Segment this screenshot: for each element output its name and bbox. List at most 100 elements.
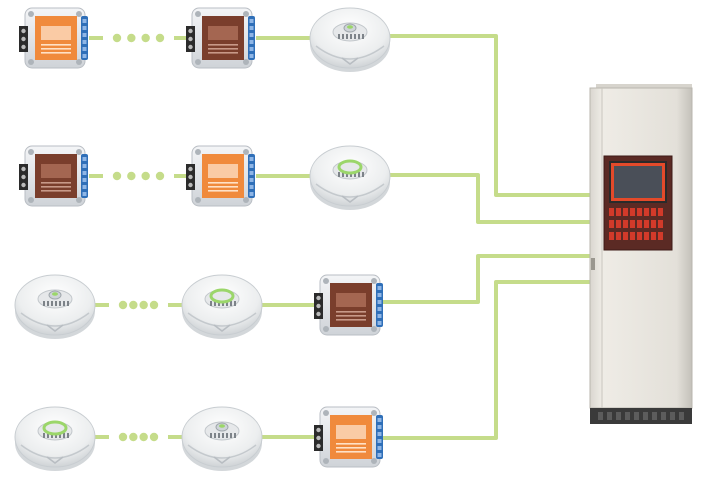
- terminal-pin: [82, 164, 87, 168]
- terminal-screw: [316, 295, 321, 301]
- panel-key: [630, 232, 635, 240]
- module-label-line: [208, 186, 238, 188]
- terminal-pin: [249, 164, 254, 168]
- terminal-screw: [188, 28, 193, 34]
- io-module: [186, 145, 255, 207]
- terminal-pin: [377, 314, 382, 318]
- screw-icon: [323, 278, 329, 284]
- chamber-vent: [342, 172, 344, 177]
- smoke-detector: [309, 7, 391, 72]
- chamber-vent: [338, 172, 340, 177]
- status-ring-icon: [337, 159, 363, 175]
- chamber-vent: [67, 433, 69, 438]
- panel-key: [623, 208, 628, 216]
- terminal-pin: [249, 157, 254, 161]
- chamber-vent: [67, 301, 69, 306]
- chamber-vent: [210, 301, 212, 306]
- detector-contour: [187, 444, 257, 459]
- chamber-vent: [226, 301, 228, 306]
- ellipsis-dot: [141, 33, 150, 43]
- terminal-screw: [188, 166, 193, 172]
- module-label-line: [208, 48, 238, 50]
- panel-key: [658, 220, 663, 228]
- module-label-area: [41, 26, 71, 40]
- chamber-vent: [47, 301, 49, 306]
- chamber-vent: [51, 301, 53, 306]
- module-label-line: [336, 311, 366, 313]
- io-module: [19, 145, 88, 207]
- module-label-area: [336, 293, 366, 307]
- chamber-vent: [358, 172, 360, 177]
- terminal-pin: [377, 453, 382, 457]
- chamber-vent: [55, 301, 57, 306]
- terminal-pin: [82, 192, 87, 196]
- panel-key: [637, 208, 642, 216]
- screw-icon: [76, 197, 82, 203]
- io-module: [19, 7, 88, 69]
- smoke-detector: [181, 406, 263, 471]
- ellipsis-dot: [155, 33, 165, 43]
- ellipsis-dot: [155, 171, 165, 181]
- ellipsis-dot: [139, 432, 148, 442]
- plinth-vent: [598, 412, 603, 420]
- terminal-pin: [82, 33, 87, 37]
- detector-contour: [20, 312, 90, 327]
- chamber-vent: [362, 34, 364, 39]
- chamber-vent: [226, 433, 228, 438]
- screw-icon: [76, 59, 82, 65]
- chamber-vent: [230, 433, 232, 438]
- ellipsis-dot: [129, 432, 138, 442]
- smoke-detector: [309, 145, 391, 210]
- module-label-area: [208, 164, 238, 178]
- plinth-vent: [670, 412, 675, 420]
- terminal-pin: [82, 171, 87, 175]
- panel-key: [630, 208, 635, 216]
- device-layer: [14, 7, 391, 471]
- ellipsis-dot: [129, 300, 138, 310]
- chamber-vent: [222, 433, 224, 438]
- terminal-pin: [249, 33, 254, 37]
- chamber-vent: [362, 172, 364, 177]
- panel-key: [637, 232, 642, 240]
- terminal-pin: [249, 26, 254, 30]
- screw-icon: [371, 410, 377, 416]
- screw-icon: [28, 197, 34, 203]
- panel-key: [609, 220, 614, 228]
- screw-icon: [195, 59, 201, 65]
- screw-icon: [323, 410, 329, 416]
- detector-notch: [341, 195, 359, 203]
- detector-contour: [187, 312, 257, 327]
- module-label-line: [336, 443, 366, 445]
- module-label-line: [208, 52, 238, 54]
- chamber-vent: [222, 301, 224, 306]
- panel-key: [637, 220, 642, 228]
- chamber-vent: [354, 172, 356, 177]
- io-module: [314, 406, 383, 468]
- chamber-vent: [218, 301, 220, 306]
- terminal-screw: [316, 311, 321, 317]
- ellipsis-dot: [118, 300, 128, 310]
- terminal-pin: [82, 185, 87, 189]
- chamber-vent: [59, 301, 61, 306]
- status-led-icon: [52, 292, 58, 296]
- terminal-pin: [82, 54, 87, 58]
- chamber-vent: [230, 301, 232, 306]
- screw-icon: [76, 11, 82, 17]
- panel-key: [616, 220, 621, 228]
- module-label-line: [336, 447, 366, 449]
- smoke-detector: [14, 274, 96, 339]
- smoke-detector: [14, 406, 96, 471]
- plinth-vent: [679, 412, 684, 420]
- chamber-vent: [214, 433, 216, 438]
- lcd-display-area: [614, 166, 662, 198]
- terminal-pin: [377, 439, 382, 443]
- chamber-vent: [342, 34, 344, 39]
- module-label-line: [41, 44, 71, 46]
- terminal-screw: [316, 443, 321, 449]
- terminal-screw: [316, 435, 321, 441]
- screw-icon: [76, 149, 82, 155]
- module-label-line: [41, 182, 71, 184]
- panel-key: [609, 208, 614, 216]
